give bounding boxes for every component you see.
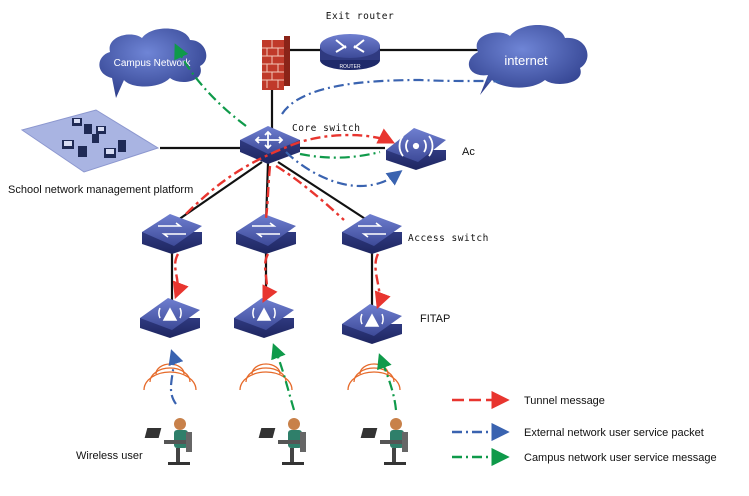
internet-label: internet [504,53,548,68]
fitap-icon-3 [342,304,402,344]
tunnel-flows [172,128,396,310]
legend-item-tunnel: Tunnel message [452,390,605,410]
signal-waves-icon [143,363,401,391]
exit-router-icon: ROUTER [320,34,380,70]
campus-network-label: Campus Network [114,58,192,69]
access-switch-label: Access switch [408,233,489,244]
platform-label: School network management platform [8,184,193,196]
firewall-icon [262,36,290,90]
core-switch-label: Core switch [292,123,360,134]
legend: Tunnel message External network user ser… [452,390,717,467]
campus-flows [174,43,398,411]
ac-controller-icon [386,128,446,170]
campus-network-cloud: Campus Network [99,28,207,98]
legend-label-campus: Campus network user service message [524,452,717,464]
wireless-user-label: Wireless user [76,450,143,462]
fitap-icon-2 [234,298,294,338]
physical-links [160,48,500,306]
access-switch-icon-1 [142,214,202,254]
exit-router-label: Exit router [326,11,394,22]
legend-item-campus: Campus network user service message [452,447,717,467]
internet-cloud: internet [468,24,588,95]
ac-label: Ac [462,146,475,158]
wireless-user-icon-2 [258,418,306,465]
access-switch-icon-3 [342,214,402,254]
legend-label-external: External network user service packet [524,427,704,439]
wireless-user-icon-1 [144,418,192,465]
fitap-icon-1 [140,298,200,338]
fitap-label: FITAP [420,313,450,325]
wireless-user-icon-3 [360,418,408,465]
management-platform-icon [20,109,160,173]
external-flows [168,78,501,405]
core-switch-icon [240,126,300,164]
legend-item-external: External network user service packet [452,422,704,442]
legend-label-tunnel: Tunnel message [524,395,605,407]
router-badge: ROUTER [339,64,361,70]
access-switch-icon-2 [236,214,296,254]
